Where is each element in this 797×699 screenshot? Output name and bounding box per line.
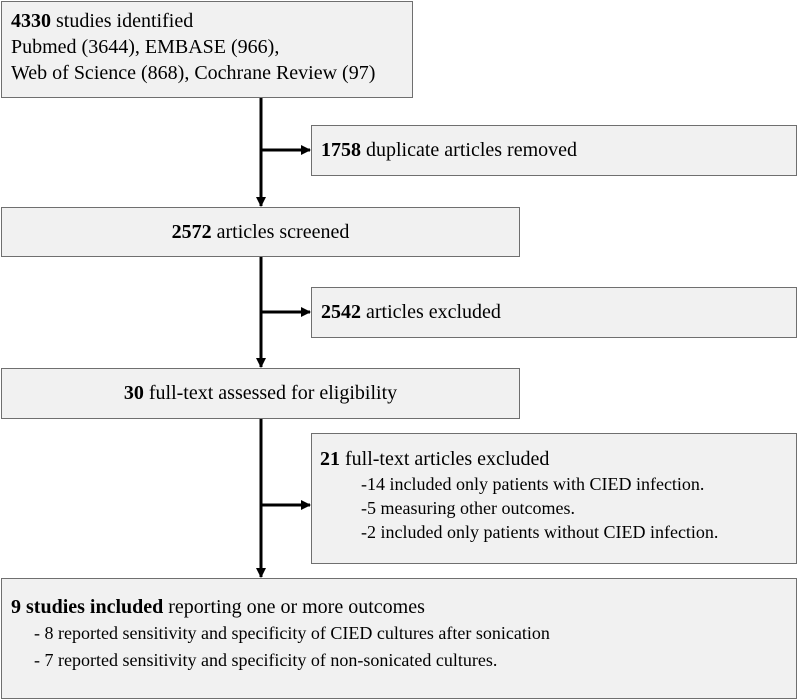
articles-screened-box: 2572 articles screened <box>1 207 520 257</box>
identified-count: 4330 <box>11 10 51 32</box>
screened-text: articles screened <box>211 221 350 243</box>
fulltext-heading: 30 full-text assessed for eligibility <box>2 380 519 406</box>
included-heading: 9 studies included reporting one or more… <box>11 594 796 620</box>
articles-excluded-box: 2542 articles excluded <box>311 287 797 338</box>
fulltext-assessed-box: 30 full-text assessed for eligibility <box>1 368 520 419</box>
exclusion-reason: -5 measuring other outcomes. <box>361 498 575 518</box>
identified-heading: 4330 studies identified <box>11 8 412 34</box>
included-text: reporting one or more outcomes <box>163 596 425 618</box>
identified-text: studies identified <box>51 10 194 32</box>
excluded-heading: 2542 articles excluded <box>321 299 796 325</box>
fulltext-excluded-heading: 21 full-text articles excluded <box>320 446 796 472</box>
studies-included-box: 9 studies included reporting one or more… <box>1 578 797 699</box>
identified-sources-line-1: Pubmed (3644), EMBASE (966), <box>11 36 280 58</box>
exclusion-reason: -14 included only patients with CIED inf… <box>361 474 705 494</box>
fulltext-excluded-count: 21 <box>320 448 340 470</box>
fulltext-count: 30 <box>123 382 144 404</box>
included-detail: - 7 reported sensitivity and specificity… <box>34 650 498 670</box>
included-bold: 9 studies included <box>11 596 164 618</box>
screened-heading: 2572 articles screened <box>2 219 519 245</box>
fulltext-text: full-text assessed for eligibility <box>143 382 398 404</box>
fulltext-excluded-text: full-text articles excluded <box>340 448 550 470</box>
excluded-count: 2542 <box>321 301 361 323</box>
studies-identified-box: 4330 studies identified Pubmed (3644), E… <box>1 1 413 98</box>
duplicates-heading: 1758 duplicate articles removed <box>321 137 796 163</box>
identified-sources-line-2: Web of Science (868), Cochrane Review (9… <box>11 62 376 84</box>
included-detail: - 8 reported sensitivity and specificity… <box>34 623 550 643</box>
duplicates-removed-box: 1758 duplicate articles removed <box>311 125 797 176</box>
exclusion-reason: -2 included only patients without CIED i… <box>361 522 719 542</box>
fulltext-excluded-box: 21 full-text articles excluded -14 inclu… <box>311 433 797 564</box>
duplicates-count: 1758 <box>321 139 361 161</box>
duplicates-text: duplicate articles removed <box>361 139 578 161</box>
screened-count: 2572 <box>171 221 212 243</box>
excluded-text: articles excluded <box>361 301 501 323</box>
